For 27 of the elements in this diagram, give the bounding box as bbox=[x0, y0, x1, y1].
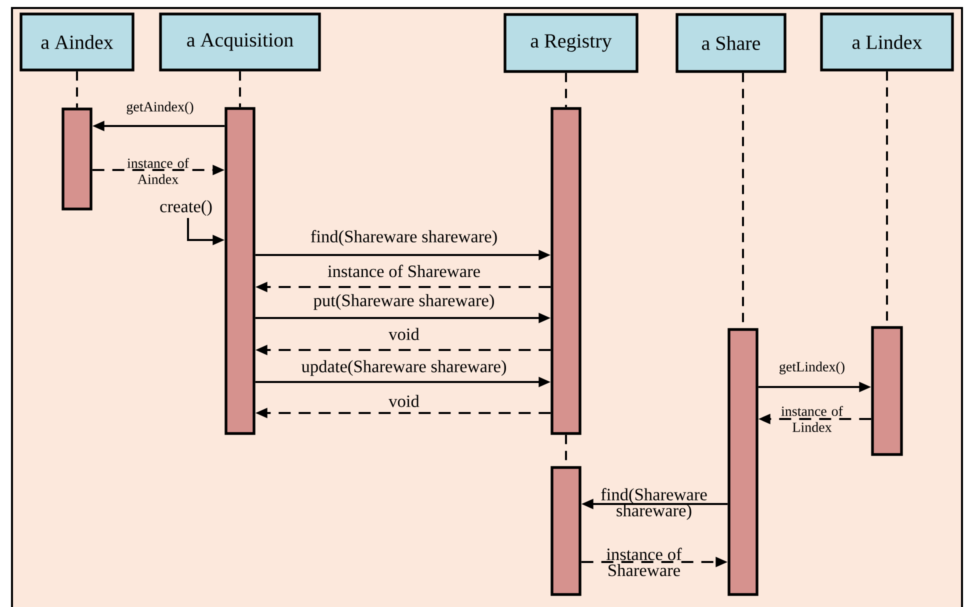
activation-bar bbox=[550, 107, 582, 435]
activation-bar bbox=[728, 328, 758, 596]
edge-label: instance of Aindex bbox=[127, 158, 189, 184]
activation-bar bbox=[224, 107, 256, 435]
edge-label: find(Shareware shareware) bbox=[601, 488, 707, 520]
lifeline-header-box: a Registry bbox=[504, 13, 638, 73]
edge-label: getAindex() bbox=[124, 100, 196, 116]
edge-label: void bbox=[387, 326, 421, 342]
edge-label: find(Shareware shareware) bbox=[309, 228, 499, 248]
edge-label: update(Shareware shareware) bbox=[300, 358, 508, 378]
edge-label: instance of Lindex bbox=[781, 406, 843, 432]
lifeline-header-box: a Aindex bbox=[20, 12, 134, 72]
edge-label: getLindex() bbox=[778, 360, 846, 376]
lifeline-header-box: a Acquisition bbox=[159, 12, 321, 72]
lifeline bbox=[239, 71, 241, 108]
edge-label: instance of Shareware bbox=[606, 548, 682, 576]
lifeline-header-box: a Lindex bbox=[820, 12, 954, 72]
lifeline-header-box: a Share bbox=[676, 13, 786, 73]
lifeline bbox=[76, 71, 78, 108]
activation-bar bbox=[550, 466, 582, 596]
activation-bar bbox=[62, 108, 92, 210]
edge-label: instance of Shareware bbox=[326, 263, 482, 279]
activation-bar bbox=[871, 326, 903, 456]
edge-label: put(Shareware shareware) bbox=[312, 292, 496, 312]
edge-label: create() bbox=[158, 198, 214, 218]
edge-label: void bbox=[387, 394, 421, 408]
lifeline bbox=[565, 72, 567, 108]
